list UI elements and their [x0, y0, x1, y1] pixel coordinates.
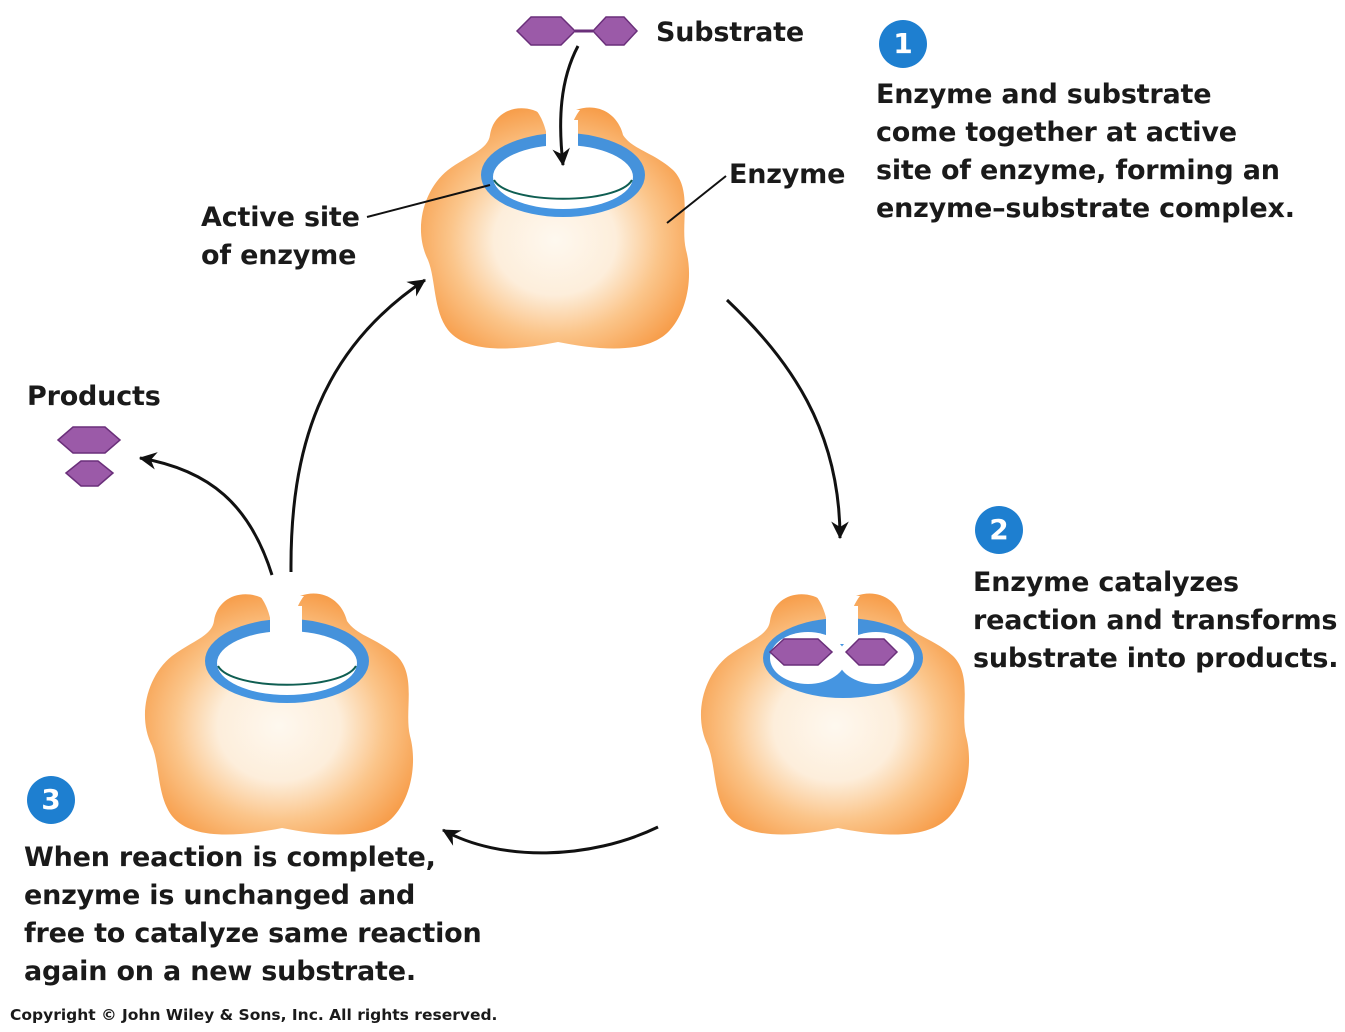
label-active-site-line2: of enzyme [201, 240, 357, 271]
step-3-line: again on a new substrate. [24, 956, 416, 987]
arrow-step1-to-step2 [725, 298, 849, 540]
enzyme-top [420, 107, 690, 349]
label-enzyme: Enzyme [729, 159, 846, 190]
step-3-line: enzyme is unchanged and [24, 880, 416, 911]
enzyme-right [700, 593, 970, 835]
step-1-line: come together at active [876, 117, 1237, 148]
arrow-step3-to-step1 [289, 278, 426, 573]
step-1-line: site of enzyme, forming an [876, 155, 1280, 186]
step-3-line: When reaction is complete, [24, 842, 436, 873]
step-2-line: reaction and transforms [973, 605, 1338, 636]
step-3-line: free to catalyze same reaction [24, 918, 482, 949]
leader-enzyme [666, 175, 727, 224]
bound-products [768, 638, 899, 666]
step-2-badge: 2 [975, 506, 1023, 554]
arrow-products-out [138, 452, 274, 576]
label-active-site: Active site of enzyme [201, 199, 360, 275]
leader-active-site [366, 184, 491, 218]
step-2-line: substrate into products. [973, 643, 1339, 674]
arrow-substrate-in [552, 45, 580, 167]
copyright-notice: Copyright © John Wiley & Sons, Inc. All … [10, 1006, 498, 1024]
label-active-site-line1: Active site [201, 202, 360, 233]
step-1-line: Enzyme and substrate [876, 79, 1212, 110]
label-products: Products [27, 381, 161, 412]
step-1-badge: 1 [879, 20, 927, 68]
step-3-text: When reaction is complete, enzyme is unc… [24, 839, 482, 991]
step-2-text: Enzyme catalyzes reaction and transforms… [973, 564, 1338, 678]
step-3-badge: 3 [27, 776, 75, 824]
step-1-line: enzyme–substrate complex. [876, 193, 1295, 224]
arrow-step2-to-step3 [442, 825, 659, 855]
substrate-molecule [515, 16, 639, 46]
label-substrate: Substrate [656, 17, 804, 48]
step-1-text: Enzyme and substrate come together at ac… [876, 76, 1295, 228]
step-2-line: Enzyme catalyzes [973, 567, 1239, 598]
enzyme-left [144, 593, 414, 835]
released-products [56, 426, 122, 487]
